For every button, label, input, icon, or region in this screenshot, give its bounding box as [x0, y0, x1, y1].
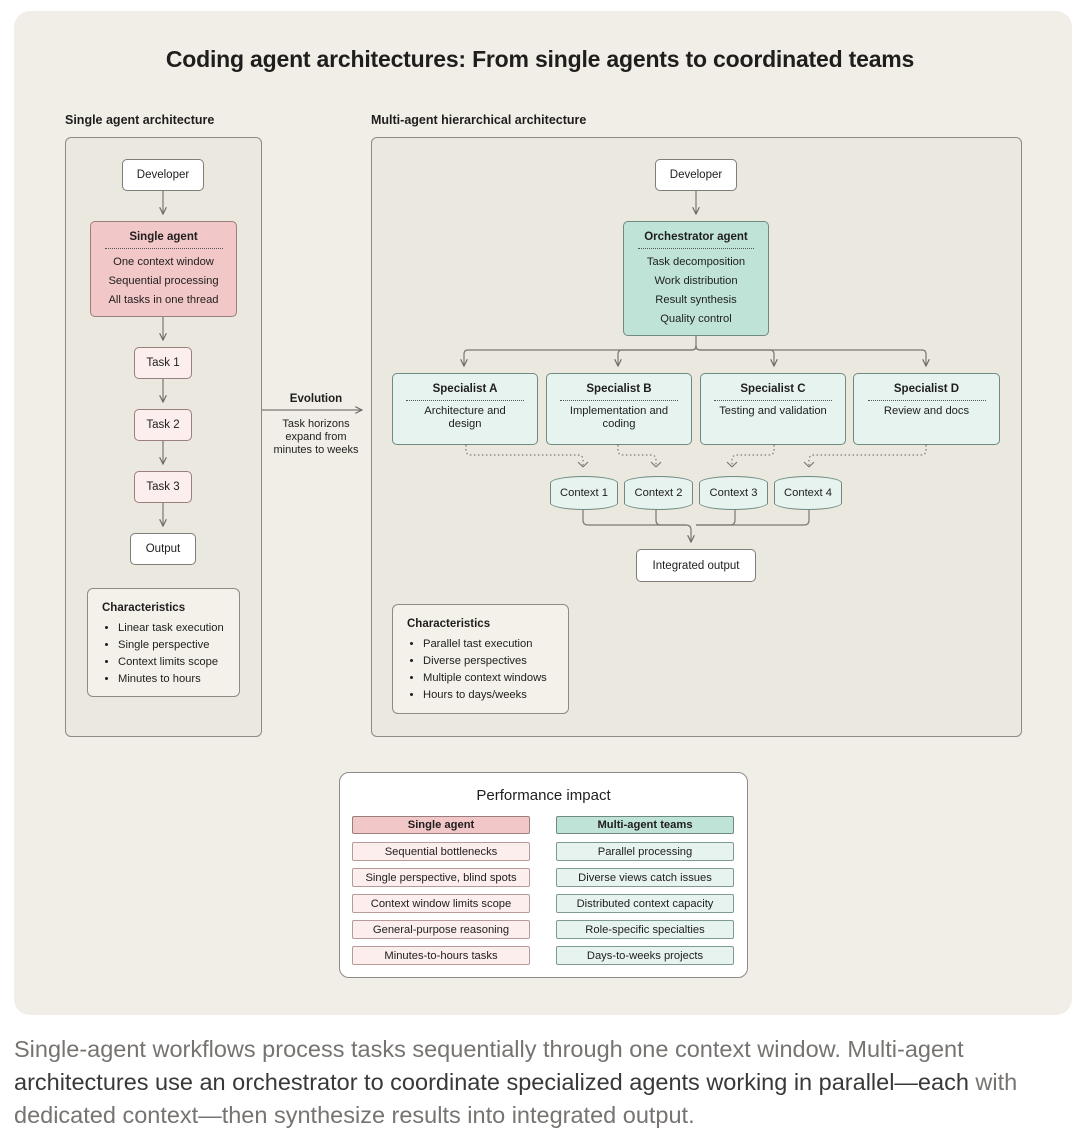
line-context4-to-output — [696, 510, 810, 526]
single-developer-node: Developer — [122, 159, 204, 191]
context-2-cylinder: Context 2 — [624, 476, 693, 510]
orchestrator-node: Orchestrator agent Task decomposition Wo… — [623, 221, 769, 336]
integrated-output-node: Integrated output — [636, 549, 756, 582]
single-characteristic-item: Minutes to hours — [118, 671, 225, 688]
multi-characteristics-box: Characteristics Parallel tast execution … — [392, 604, 569, 714]
orchestrator-line: Quality control — [660, 313, 732, 325]
dotted-b-to-context2 — [617, 445, 657, 467]
performance-multi-header: Multi-agent teams — [556, 816, 734, 834]
single-characteristics-box: Characteristics Linear task execution Si… — [87, 588, 240, 697]
specialist-d-desc: Review and docs — [883, 405, 970, 417]
multi-characteristics-title: Characteristics — [407, 618, 491, 630]
single-agent-divider — [104, 248, 223, 249]
single-characteristic-item: Linear task execution — [118, 620, 225, 637]
single-architecture-label: Single agent architecture — [65, 113, 215, 127]
performance-multi-cell: Parallel processing — [556, 842, 734, 861]
performance-single-cell: Context window limits scope — [352, 894, 530, 913]
single-agent-line: Sequential processing — [108, 275, 219, 287]
performance-single-cell: Minutes-to-hours tasks — [352, 946, 530, 965]
single-agent-title: Single agent — [129, 231, 198, 243]
line-context2-to-output — [655, 510, 686, 526]
evolution-note-line: expand from — [285, 431, 347, 443]
single-agent-line: All tasks in one thread — [108, 294, 219, 306]
single-agent-line: One context window — [113, 256, 214, 268]
performance-multi-cell: Distributed context capacity — [556, 894, 734, 913]
arrow-to-specialist-a — [464, 345, 697, 366]
single-output-node: Output — [130, 533, 196, 565]
context-3-cylinder: Context 3 — [699, 476, 768, 510]
performance-multi-cell: Role-specific specialties — [556, 920, 734, 939]
specialist-c-node: Specialist C Testing and validation — [700, 373, 846, 445]
multi-characteristic-item: Parallel tast execution — [423, 636, 554, 653]
performance-single-cell: Sequential bottlenecks — [352, 842, 530, 861]
arrow-to-specialist-c — [695, 345, 774, 366]
arrow-to-specialist-b — [618, 345, 697, 366]
multi-architecture-label: Multi-agent hierarchical architecture — [371, 113, 587, 127]
specialist-a-desc: Architecture and — [424, 405, 506, 417]
arrow-context1-to-output — [582, 510, 691, 542]
orchestrator-line: Task decomposition — [646, 256, 746, 268]
specialist-c-desc: Testing and validation — [719, 405, 827, 417]
single-characteristic-item: Context limits scope — [118, 654, 225, 671]
orchestrator-title: Orchestrator agent — [644, 231, 748, 243]
evolution-note-line: Task horizons — [282, 418, 350, 430]
arrow-to-specialist-d — [695, 345, 926, 366]
specialist-b-title: Specialist B — [586, 383, 652, 395]
single-characteristic-item: Single perspective — [118, 637, 225, 654]
specialist-b-divider — [560, 400, 678, 401]
orchestrator-divider — [638, 248, 754, 249]
specialist-b-desc: coding — [602, 418, 636, 430]
performance-title: Performance impact — [476, 787, 611, 804]
specialist-a-desc: design — [448, 418, 482, 430]
performance-multi-cell: Days-to-weeks projects — [556, 946, 734, 965]
specialist-a-title: Specialist A — [432, 383, 498, 395]
orchestrator-line: Work distribution — [654, 275, 738, 287]
multi-characteristic-item: Diverse perspectives — [423, 653, 554, 670]
multi-characteristic-item: Multiple context windows — [423, 670, 554, 687]
evolution-note: Task horizons expand from minutes to wee… — [262, 418, 370, 457]
orchestrator-line: Result synthesis — [655, 294, 737, 306]
performance-single-header: Single agent — [352, 816, 530, 834]
line-context3-to-output — [696, 510, 736, 526]
specialist-a-divider — [406, 400, 524, 401]
task-3-node: Task 3 — [134, 471, 192, 503]
figure-caption: Single-agent workflows process tasks seq… — [14, 1033, 1064, 1132]
dotted-c-to-context3 — [731, 445, 775, 467]
specialist-d-title: Specialist D — [893, 383, 960, 395]
context-1-cylinder: Context 1 — [550, 476, 618, 510]
performance-multi-cell: Diverse views catch issues — [556, 868, 734, 887]
diagram-title: Coding agent architectures: From single … — [165, 46, 915, 72]
caption-part: Single-agent workflows process tasks seq… — [14, 1036, 964, 1062]
performance-single-cell: Single perspective, blind spots — [352, 868, 530, 887]
specialist-d-node: Specialist D Review and docs — [853, 373, 1000, 445]
specialist-b-node: Specialist B Implementation and coding — [546, 373, 692, 445]
specialist-a-node: Specialist A Architecture and design — [392, 373, 538, 445]
dotted-a-to-context1 — [465, 445, 584, 467]
evolution-note-line: minutes to weeks — [273, 444, 359, 456]
specialist-c-title: Specialist C — [740, 383, 806, 395]
dotted-d-to-context4 — [808, 445, 927, 467]
caption-highlighted-part: architectures use an orchestrator to coo… — [14, 1069, 969, 1095]
specialist-c-divider — [714, 400, 832, 401]
performance-single-cell: General-purpose reasoning — [352, 920, 530, 939]
multi-developer-node: Developer — [655, 159, 737, 191]
task-1-node: Task 1 — [134, 347, 192, 379]
evolution-label: Evolution — [289, 393, 343, 405]
specialist-b-desc: Implementation and — [569, 405, 669, 417]
single-agent-node: Single agent One context window Sequenti… — [90, 221, 237, 317]
caption-part: with dedicated context—then synthesize r… — [14, 1069, 1018, 1128]
task-2-node: Task 2 — [134, 409, 192, 441]
context-4-cylinder: Context 4 — [774, 476, 842, 510]
single-characteristics-title: Characteristics — [102, 602, 186, 614]
specialist-d-divider — [867, 400, 986, 401]
multi-characteristic-item: Hours to days/weeks — [423, 687, 554, 704]
